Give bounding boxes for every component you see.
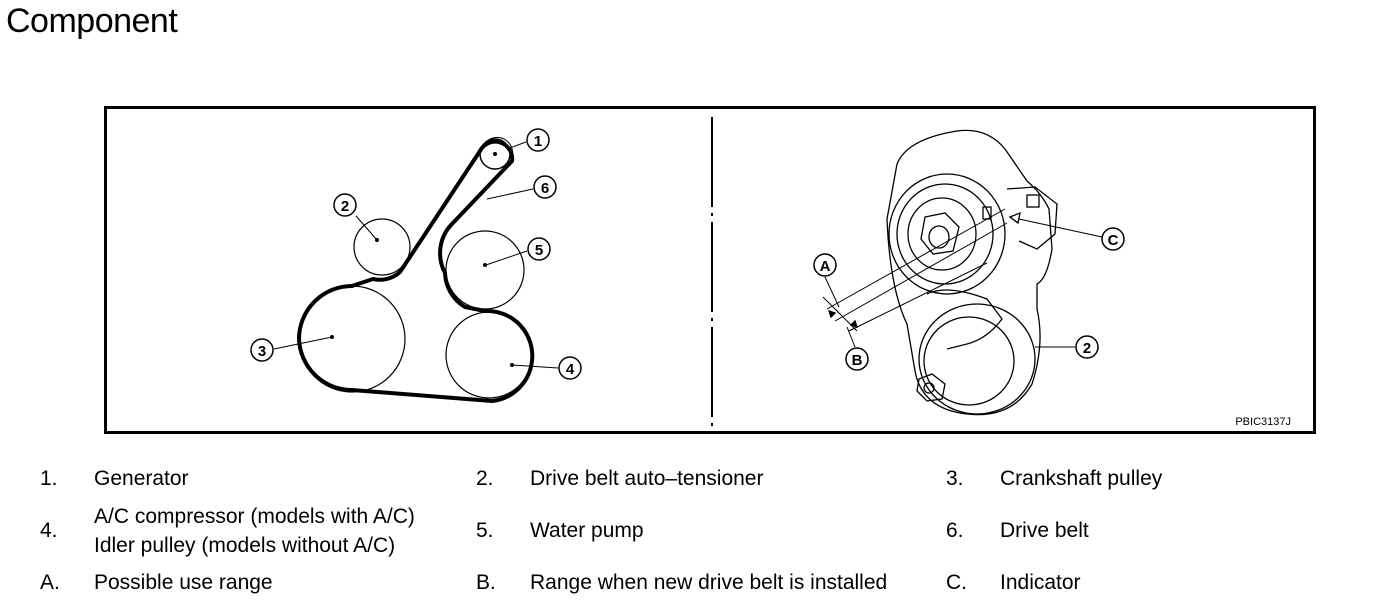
- center-dot: [493, 152, 497, 156]
- legend-text: Indicator: [1000, 571, 1081, 594]
- tensioner-arm: [926, 289, 1003, 350]
- svg-text:C: C: [1108, 232, 1119, 249]
- legend-text: Possible use range: [94, 571, 273, 594]
- tensioner-lower-hole: [923, 382, 935, 394]
- callout-c: C: [1101, 227, 1125, 251]
- legend-text: Water pump: [530, 519, 644, 542]
- svg-text:3: 3: [258, 343, 266, 360]
- svg-text:2: 2: [341, 198, 349, 215]
- callout-3: 3: [250, 338, 274, 362]
- legend-text: Range when new drive belt is installed: [530, 571, 888, 594]
- figure-code: PBIC3137J: [1235, 416, 1291, 428]
- leader-line: [1018, 218, 1103, 238]
- range-line-b: [848, 262, 988, 332]
- legend: 1. Generator 2. Drive belt auto–tensione…: [0, 460, 1376, 610]
- callout-2-right: 2: [1075, 335, 1099, 359]
- leader-line: [273, 336, 333, 350]
- callout-6: 6: [533, 175, 557, 199]
- drive-belt: [297, 139, 535, 403]
- auto-tensioner-view: [822, 129, 1103, 416]
- callout-4: 4: [558, 356, 582, 380]
- callout-b: B: [845, 347, 869, 371]
- leader-line: [355, 215, 378, 241]
- tensioner-lower-mount: [916, 373, 946, 402]
- dimension-arrow: [827, 309, 837, 319]
- tensioner-bolt-center: [928, 225, 950, 249]
- legend-num: 3.: [946, 467, 964, 490]
- belt-diagram: 1 6 2 5 3 4: [250, 117, 1291, 429]
- tensioner-bracket: [1006, 186, 1058, 250]
- svg-text:4: 4: [566, 361, 575, 378]
- indicator-pointer: [1008, 211, 1021, 225]
- callout-2: 2: [333, 193, 357, 217]
- legend-num: B.: [476, 571, 496, 594]
- diagram-frame: 1 6 2 5 3 4: [104, 106, 1316, 434]
- pulley-auto-tensioner: [353, 218, 411, 276]
- legend-num: A.: [40, 571, 60, 594]
- legend-num: 2.: [476, 467, 494, 490]
- pulley-water-pump: [445, 230, 525, 310]
- dimension-arrow: [849, 319, 859, 329]
- legend-text: Generator: [94, 467, 189, 490]
- tensioner-housing: [886, 129, 1053, 416]
- range-line-a2: [834, 222, 1008, 322]
- svg-text:A: A: [820, 258, 831, 275]
- svg-text:B: B: [852, 352, 863, 369]
- tensioner-pulley: [918, 303, 1036, 415]
- legend-text: Drive belt auto–tensioner: [530, 467, 764, 490]
- svg-text:2: 2: [1083, 340, 1091, 357]
- callout-1: 1: [526, 128, 550, 152]
- tensioner-hub: [907, 197, 977, 271]
- belt-routing-view: [273, 136, 559, 403]
- leader-line: [506, 141, 527, 150]
- legend-text: Crankshaft pulley: [1000, 467, 1163, 490]
- page-title: Component: [6, 2, 178, 40]
- legend-num: 6.: [946, 519, 964, 542]
- leader-line: [846, 326, 856, 348]
- tensioner-pulley-ring: [923, 316, 1015, 406]
- legend-num: 1.: [40, 467, 58, 490]
- callout-a: A: [813, 253, 837, 277]
- leader-line: [511, 364, 559, 369]
- legend-num: 5.: [476, 519, 494, 542]
- callout-5: 5: [527, 237, 551, 261]
- legend-text-line2: Idler pulley (models without A/C): [94, 534, 396, 557]
- svg-text:5: 5: [535, 242, 543, 259]
- legend-num: 4.: [40, 519, 58, 542]
- legend-num: C.: [946, 571, 967, 594]
- legend-text: Drive belt: [1000, 519, 1089, 542]
- leader-line: [824, 276, 840, 308]
- leader-line: [485, 250, 528, 266]
- tensioner-upper-ring: [896, 183, 994, 285]
- range-line-a1: [826, 208, 1006, 310]
- legend-text: A/C compressor (models with A/C): [94, 505, 415, 528]
- svg-text:1: 1: [534, 133, 542, 150]
- svg-text:6: 6: [541, 180, 549, 197]
- leader-line: [486, 188, 534, 200]
- tensioner-hex-bolt: [920, 212, 960, 255]
- tensioner-tab: [1026, 194, 1040, 208]
- tensioner-upper-disc: [888, 173, 1006, 295]
- drive-belt-inner: [484, 136, 514, 164]
